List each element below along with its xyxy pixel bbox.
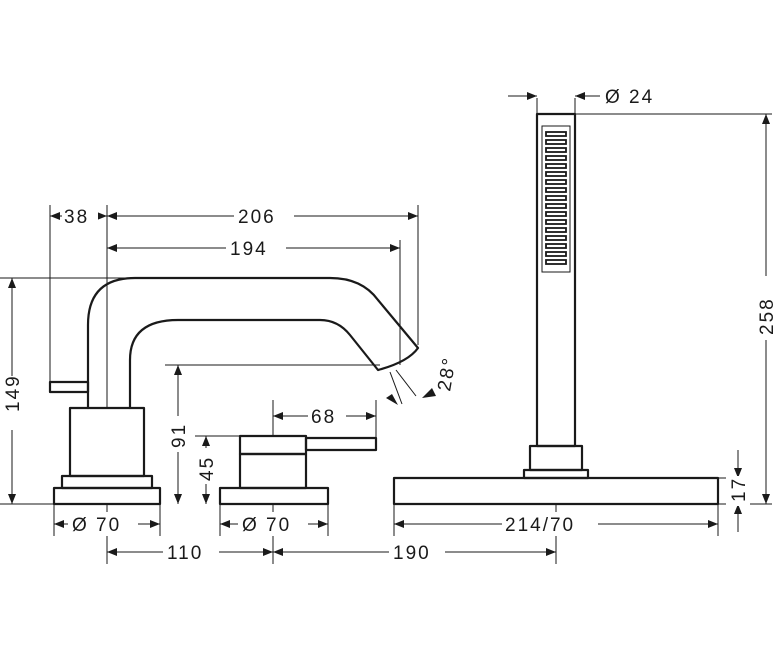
spray-slot (545, 155, 567, 161)
label-total-height: 149 (3, 374, 24, 412)
spray-slot (545, 147, 567, 153)
spout-collar-ring (60, 474, 154, 490)
spray-slot (545, 171, 567, 177)
label-spout-offset: 38 (64, 207, 89, 228)
spray-slot (545, 139, 567, 145)
spray-slot (545, 235, 567, 241)
spray-slot (545, 259, 567, 265)
spray-slot (545, 179, 567, 185)
extension-lines (0, 98, 772, 564)
spray-slot (545, 227, 567, 233)
spout-base-plate (52, 486, 162, 506)
spray-slot (545, 195, 567, 201)
spray-slot (545, 219, 567, 225)
spray-slot (545, 251, 567, 257)
label-plate-size: 214/70 (505, 515, 575, 536)
shower-base-plate (392, 476, 720, 506)
spray-slot (545, 203, 567, 209)
mixer-valve (218, 434, 378, 506)
spray-slots (545, 131, 567, 265)
label-spacing-right: 190 (393, 543, 431, 564)
spout-lever-pin (48, 380, 90, 394)
label-spout-projection-inner: 194 (230, 239, 268, 260)
dimension-lines (8, 92, 770, 556)
label-spout-projection: 206 (238, 207, 276, 228)
spray-slot (545, 131, 567, 137)
label-handle-length: 68 (311, 407, 336, 428)
valve-cap (238, 434, 308, 456)
shower-holder-ring (522, 468, 590, 480)
spray-slot (545, 187, 567, 193)
label-hand-shower-diameter: Ø 24 (605, 87, 654, 108)
shower-holder (528, 444, 584, 472)
spout-body (86, 276, 420, 410)
spray-slot (545, 243, 567, 249)
spout-assembly (48, 276, 420, 506)
valve-base-plate (218, 486, 330, 506)
label-shower-height: 258 (757, 297, 778, 335)
label-valve-height: 45 (197, 456, 218, 481)
label-plate-thickness: 17 (729, 477, 750, 502)
label-spout-outlet-height: 91 (169, 423, 190, 448)
valve-handle (304, 436, 378, 452)
label-spout-angle: 28° (434, 355, 461, 393)
label-base-diameter-mid: Ø 70 (242, 515, 291, 536)
spout-collar (68, 406, 146, 478)
label-base-diameter-left: Ø 70 (72, 515, 121, 536)
label-spacing-left: 110 (167, 543, 203, 564)
spray-slot (545, 163, 567, 169)
hand-shower-grip-panel (541, 125, 571, 273)
spray-slot (545, 211, 567, 217)
valve-body (238, 452, 308, 490)
hand-shower-assembly (392, 112, 720, 506)
dimension-labels: Ø 24 38 206 194 149 91 45 68 28° Ø 70 Ø … (0, 84, 778, 564)
